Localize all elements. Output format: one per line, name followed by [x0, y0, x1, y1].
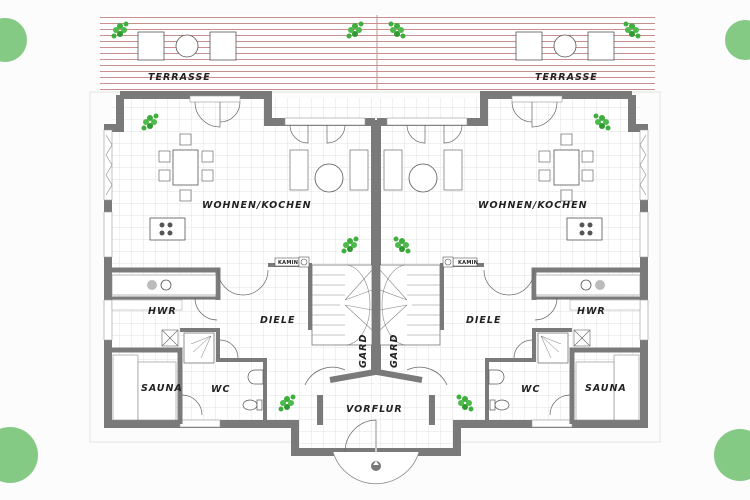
room-label-sauna-right: SAUNA: [585, 383, 627, 394]
corner-plants: [0, 18, 750, 483]
kamin-label-right: KAMIN: [458, 260, 478, 266]
room-label-diele-left: DIELE: [260, 315, 295, 326]
room-label-diele-right: DIELE: [466, 315, 501, 326]
room-label-vorflur: VORFLUR: [346, 404, 403, 415]
room-label-hwr-left: HWR: [148, 306, 177, 317]
kamin-label-left: KAMIN: [278, 260, 298, 266]
room-label-gard-right: GARD: [389, 334, 400, 368]
entrance-arrow-icon: [371, 461, 381, 471]
room-label-wohnen-right: WOHNEN/KOCHEN: [478, 200, 588, 211]
room-label-wc-right: WC: [521, 384, 540, 395]
room-label-hwr-right: HWR: [577, 306, 606, 317]
room-label-sauna-left: SAUNA: [141, 383, 183, 394]
room-label-terrasse-right: TERRASSE: [535, 72, 598, 83]
room-label-wohnen-left: WOHNEN/KOCHEN: [202, 200, 312, 211]
room-label-gard-left: GARD: [358, 334, 369, 368]
room-label-wc-left: WC: [211, 384, 230, 395]
room-label-terrasse-left: TERRASSE: [148, 72, 211, 83]
